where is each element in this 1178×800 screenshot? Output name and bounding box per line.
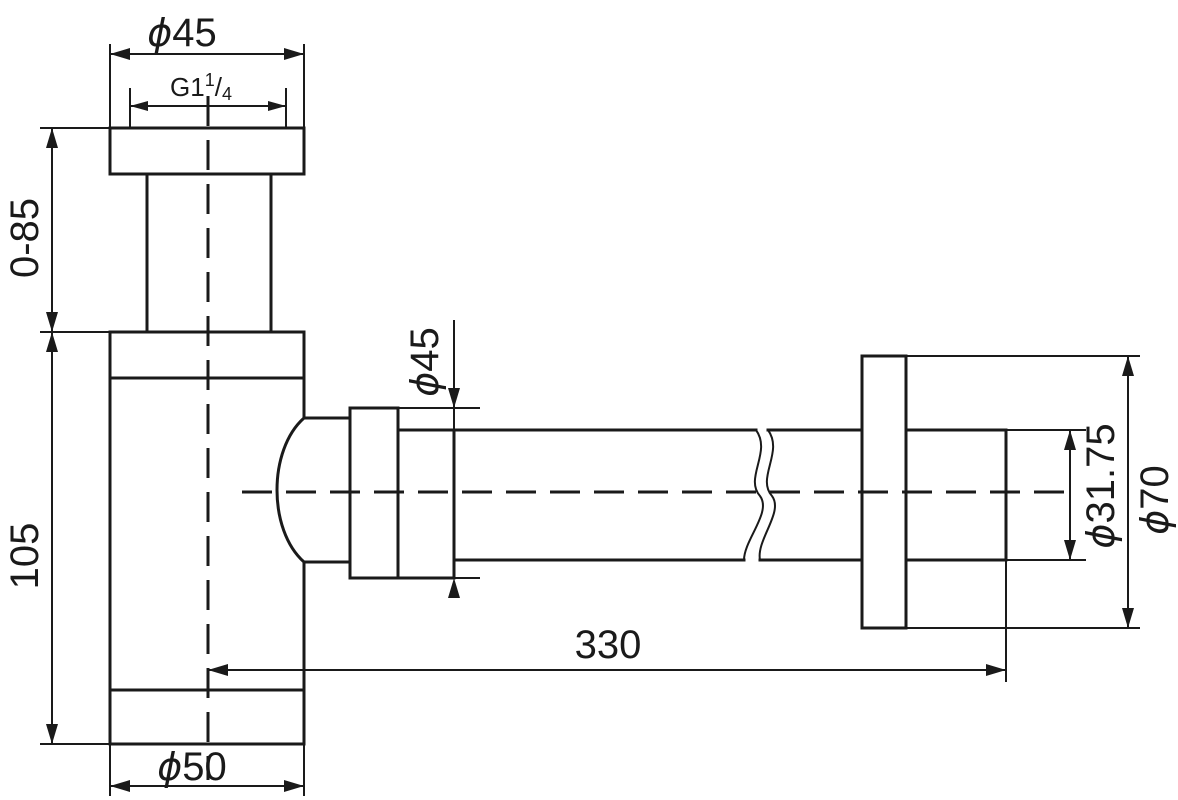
thread-sup: 1 [205, 70, 215, 90]
outlet-diameter-value: 45 [403, 327, 447, 372]
pipe-diameter-value: 31.75 [1079, 423, 1123, 523]
dim-thread: G11/4 [129, 70, 287, 128]
body-height-label: 105 [3, 523, 47, 590]
flange-spigot [904, 428, 1008, 562]
dim-flange-diameter: ϕ70 [862, 355, 1177, 629]
dim-top-diameter: ϕ45 [109, 11, 305, 128]
phi-symbol: ϕ [147, 11, 172, 55]
pipe-break-left [743, 429, 764, 561]
svg-text:G11/4: G11/4 [170, 70, 232, 104]
pipe-break-right [758, 429, 776, 561]
outlet-ring [396, 428, 456, 580]
svg-text:ϕ50: ϕ50 [157, 745, 227, 789]
dim-pipe-diameter: ϕ31.75 [1006, 423, 1123, 561]
thread-sub: 4 [222, 84, 232, 104]
dim-length: 330 [208, 560, 1007, 682]
horizontal-pipe [452, 428, 864, 562]
svg-text:ϕ31.75: ϕ31.75 [1079, 423, 1123, 548]
thread-slash: / [215, 72, 223, 102]
svg-text:ϕ70: ϕ70 [1133, 465, 1177, 535]
bottom-diameter-value: 50 [182, 745, 227, 789]
dim-outlet-diameter: ϕ45 [398, 320, 480, 598]
phi-symbol: ϕ [1079, 524, 1123, 549]
height-adjust-label: 0-85 [3, 198, 47, 278]
outlet-elbow [275, 416, 352, 564]
phi-symbol: ϕ [1133, 510, 1177, 535]
flange-diameter-value: 70 [1133, 465, 1177, 510]
dim-height-adjust: 0-85 [3, 127, 110, 333]
dim-bottom-diameter: ϕ50 [109, 744, 305, 796]
thread-prefix: G1 [170, 72, 205, 102]
phi-symbol: ϕ [157, 745, 182, 789]
phi-symbol: ϕ [403, 372, 447, 397]
length-label: 330 [575, 623, 642, 667]
svg-text:ϕ45: ϕ45 [147, 11, 217, 55]
dim-body-height: 105 [3, 332, 110, 745]
top-diameter-value: 45 [172, 11, 217, 55]
wall-flange [860, 354, 1008, 630]
svg-text:ϕ45: ϕ45 [403, 327, 447, 397]
